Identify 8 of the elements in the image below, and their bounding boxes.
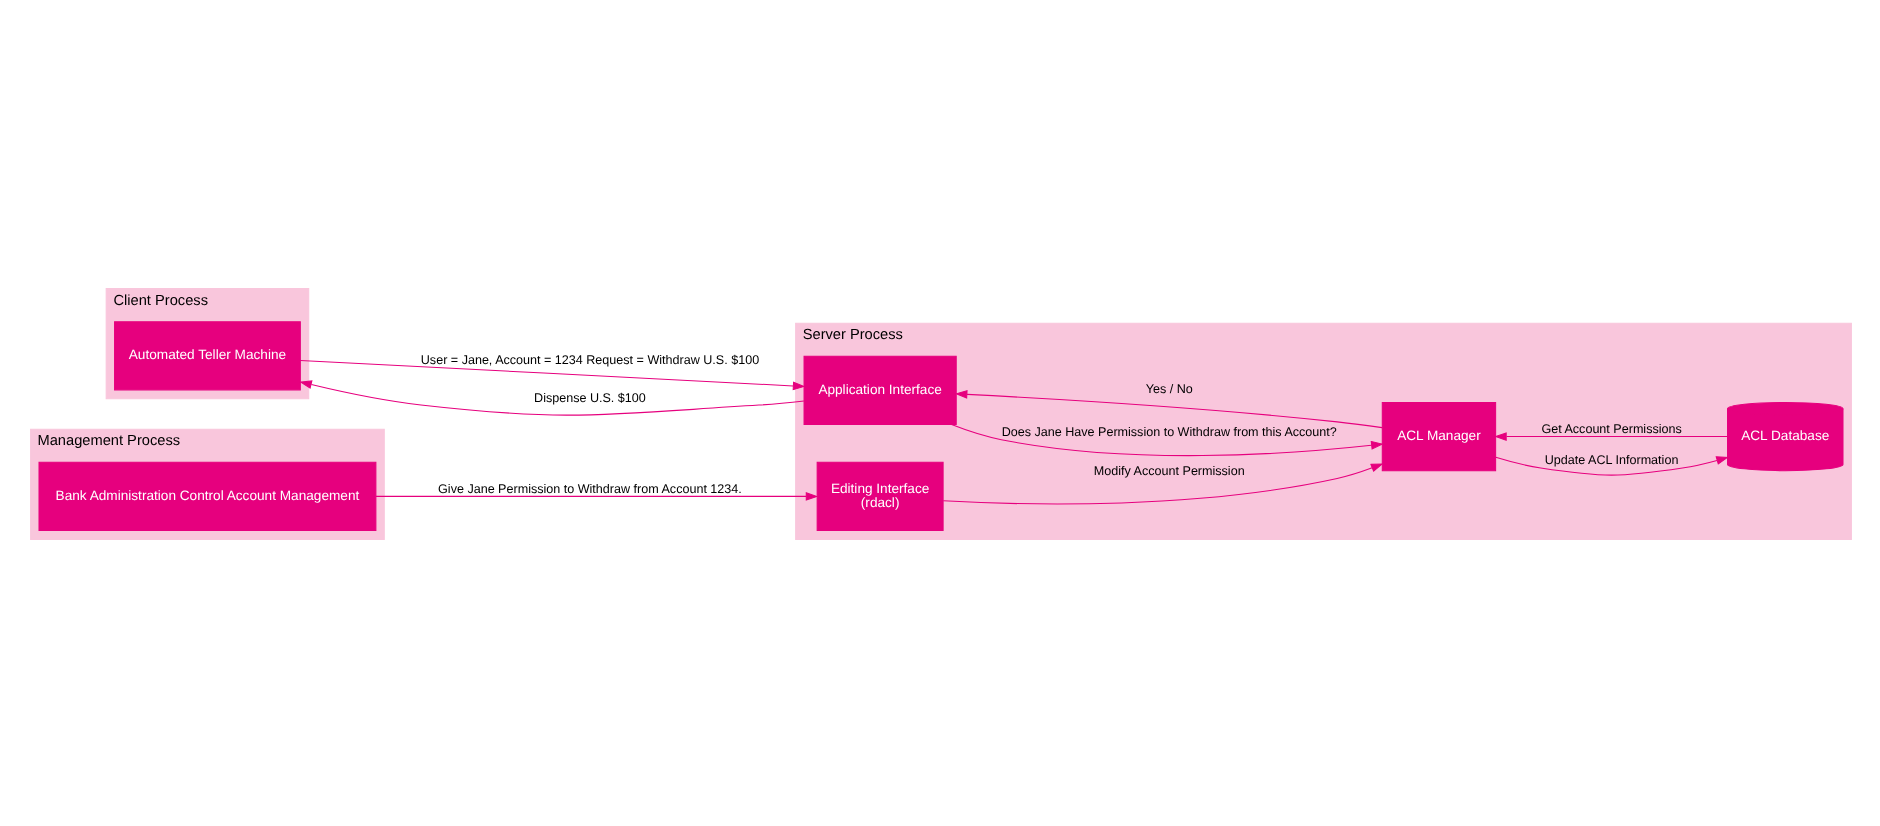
- arrow: [953, 388, 1382, 428]
- arrow: [374, 490, 818, 500]
- arrow: [1493, 431, 1727, 440]
- arrow: [950, 423, 1383, 456]
- arrow: [298, 379, 804, 415]
- arrow: [941, 462, 1383, 504]
- arrow: [1494, 455, 1728, 475]
- arrow: [298, 358, 805, 390]
